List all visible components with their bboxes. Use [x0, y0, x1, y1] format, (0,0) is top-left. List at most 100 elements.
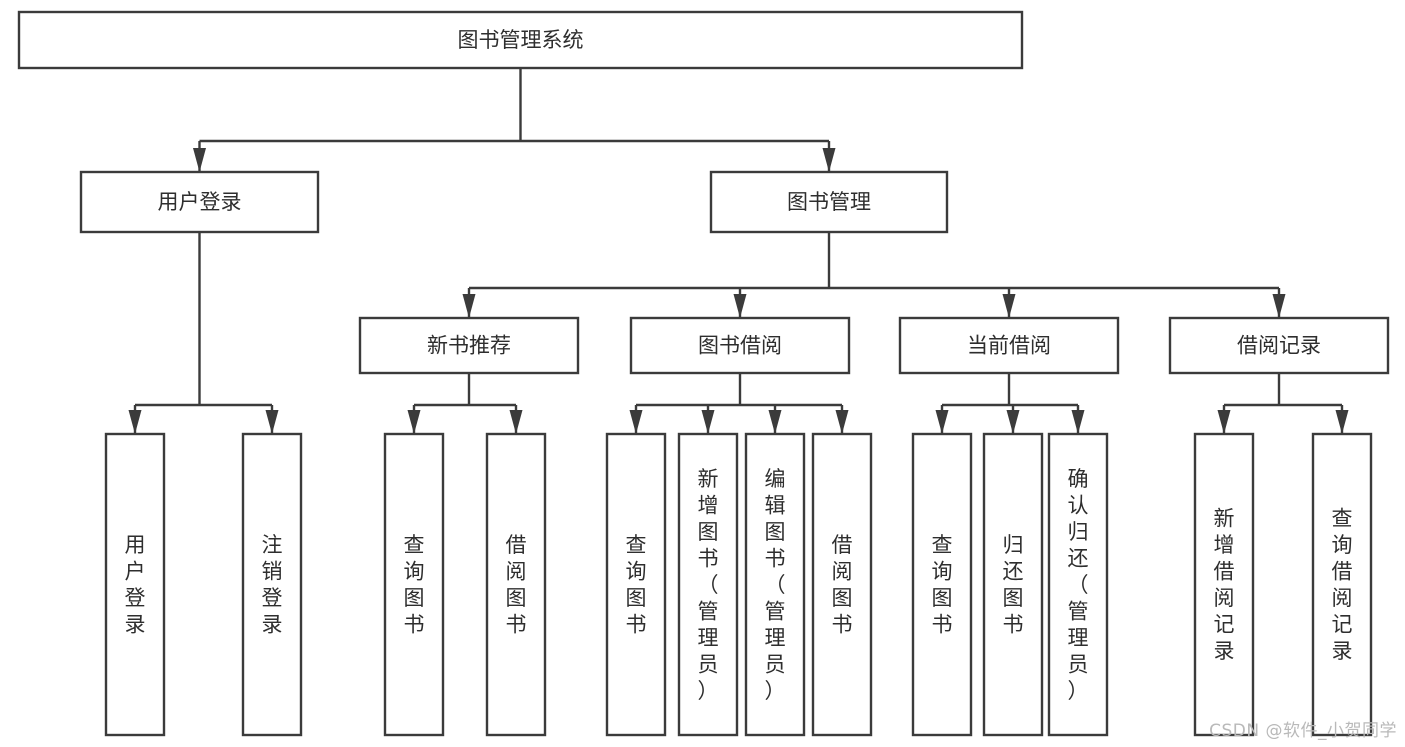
node-label-char: 增	[1214, 533, 1235, 557]
node-label-char: （	[765, 573, 786, 597]
arrow-head-icon	[193, 148, 206, 172]
node-current-borrow[interactable]: 当前借阅	[898, 316, 1120, 375]
connector-userlogin-to-leaves	[128, 232, 279, 434]
node-label-char: 登	[262, 586, 283, 610]
node-label-char: 管	[698, 599, 719, 623]
connector-bookmanage-to-level3	[462, 232, 1286, 318]
arrow-head-icon	[265, 410, 279, 434]
node-label: 图书借阅	[698, 334, 782, 358]
node-label-char: 认	[1068, 493, 1089, 517]
arrow-head-icon	[509, 410, 523, 434]
connector-newbook-to-leaves	[407, 373, 523, 434]
node-box	[709, 170, 949, 234]
arrow-head-icon	[701, 410, 715, 434]
node-label-char: 图	[506, 586, 527, 610]
node-label-char: 书	[932, 613, 953, 637]
node-box	[811, 432, 873, 737]
node-label-char: 增	[698, 493, 719, 517]
node-label: 用户登录	[158, 190, 242, 214]
node-label-char: 理	[765, 626, 786, 650]
node-label-char: 登	[125, 586, 146, 610]
node-new-book-recommend[interactable]: 新书推荐	[358, 316, 580, 375]
node-box	[79, 170, 320, 234]
node-label-char: 录	[125, 613, 146, 637]
node-label-char: 书	[404, 613, 425, 637]
node-label-char: 记	[1214, 613, 1235, 637]
node-label-char: 图	[932, 586, 953, 610]
node-label-char: 编	[765, 467, 786, 491]
node-box	[744, 432, 806, 737]
connector-borrowrecord-to-leaves	[1217, 373, 1349, 434]
node-label-char: 查	[1332, 507, 1353, 531]
node-label-char: 记	[1332, 613, 1353, 637]
node-box	[241, 432, 303, 737]
arrow-head-icon	[1335, 410, 1349, 434]
node-label-char: 书	[626, 613, 647, 637]
node-box	[677, 432, 739, 737]
node-box	[982, 432, 1044, 737]
node-box	[911, 432, 973, 737]
node-label-char: 图	[404, 586, 425, 610]
arrow-head-icon	[462, 294, 476, 318]
node-label-char: 员	[698, 652, 719, 676]
node-label: 图书管理	[787, 190, 871, 214]
node-label: 当前借阅	[967, 334, 1051, 358]
node-borrow-record[interactable]: 借阅记录	[1168, 316, 1390, 375]
arrow-head-icon	[822, 148, 836, 172]
node-label-char: 图	[1003, 586, 1024, 610]
node-label: 图书管理系统	[458, 28, 584, 52]
node-label-char: 阅	[1214, 586, 1235, 610]
node-root[interactable]: 图书管理系统	[17, 10, 1024, 70]
arrow-head-icon	[629, 410, 643, 434]
node-book-manage[interactable]: 图书管理	[709, 170, 949, 234]
node-label-char: 确	[1068, 467, 1089, 491]
arrow-head-icon	[1272, 294, 1286, 318]
node-label-char: 用	[125, 533, 146, 557]
node-label-char: 询	[932, 560, 953, 584]
node-label-char: 员	[1068, 652, 1089, 676]
node-label-char: 理	[698, 626, 719, 650]
arrow-head-icon	[1217, 410, 1231, 434]
node-label-char: 录	[262, 613, 283, 637]
node-label-char: 书	[698, 546, 719, 570]
node-label-char: 借	[1214, 560, 1235, 584]
node-label-char: 借	[506, 533, 527, 557]
node-label-char: 书	[832, 613, 853, 637]
node-label-char: 理	[1068, 626, 1089, 650]
node-label-char: 归	[1068, 520, 1089, 544]
node-box	[358, 316, 580, 375]
diagram-nodes: 图书管理系统用户登录图书管理新书推荐图书借阅当前借阅借阅记录用户登录注销登录查询…	[17, 10, 1390, 737]
arrow-head-icon	[835, 410, 849, 434]
node-user-login[interactable]: 用户登录	[79, 170, 320, 234]
node-label-char: 还	[1003, 560, 1024, 584]
node-label-char: ）	[765, 679, 786, 703]
node-leaf-user-login[interactable]: 用户登录	[104, 432, 166, 737]
node-box	[383, 432, 445, 737]
node-label-char: ）	[698, 679, 719, 703]
node-label-char: （	[1068, 573, 1089, 597]
node-label-char: 查	[404, 533, 425, 557]
node-label-char: 图	[698, 520, 719, 544]
arrow-head-icon	[1002, 294, 1016, 318]
node-label-char: 管	[1068, 599, 1089, 623]
node-box	[17, 10, 1024, 70]
node-box	[1168, 316, 1390, 375]
node-label-char: 查	[932, 533, 953, 557]
node-book-borrow[interactable]: 图书借阅	[629, 316, 851, 375]
node-label-char: 书	[1003, 613, 1024, 637]
connector-bookborrow-to-leaves	[629, 373, 849, 434]
